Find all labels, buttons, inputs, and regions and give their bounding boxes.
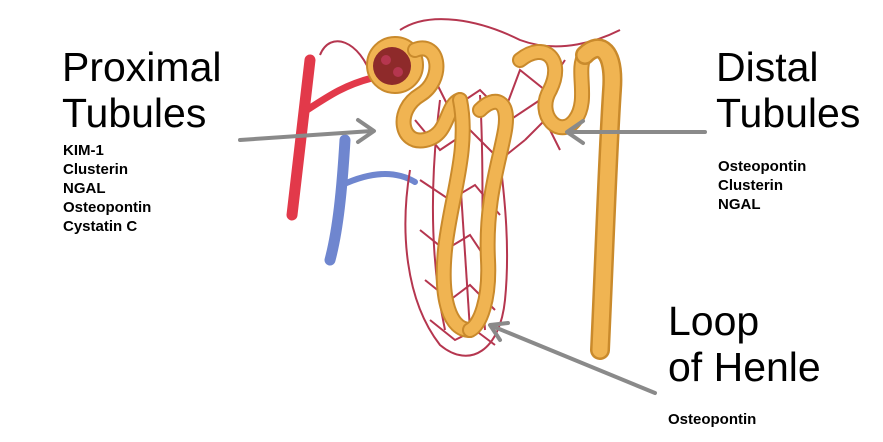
loop-title-line1: Loop [668,298,821,344]
arrows [240,120,705,393]
distal-title-line1: Distal [716,44,860,90]
marker-item: Clusterin [718,176,806,195]
distal-tubules-title: Distal Tubules [716,44,860,136]
proximal-title-line1: Proximal [62,44,221,90]
tubules [404,48,613,350]
distal-arrow [567,121,705,143]
proximal-title-line2: Tubules [62,90,221,136]
marker-item: Osteopontin [668,410,756,429]
marker-item: Osteopontin [63,198,151,217]
loop-marker-list: Osteopontin [668,410,756,429]
marker-item: Osteopontin [718,157,806,176]
vein [330,140,415,260]
marker-item: NGAL [63,179,151,198]
proximal-tubules-title: Proximal Tubules [62,44,221,136]
distal-marker-list: Osteopontin Clusterin NGAL [718,157,806,214]
distal-title-line2: Tubules [716,90,860,136]
loop-of-henle-title: Loop of Henle [668,298,821,390]
loop-title-line2: of Henle [668,344,821,390]
marker-item: NGAL [718,195,806,214]
marker-item: KIM-1 [63,141,151,160]
proximal-marker-list: KIM-1 Clusterin NGAL Osteopontin Cystati… [63,141,151,236]
marker-item: Cystatin C [63,217,151,236]
marker-item: Clusterin [63,160,151,179]
loop-arrow [490,323,655,393]
